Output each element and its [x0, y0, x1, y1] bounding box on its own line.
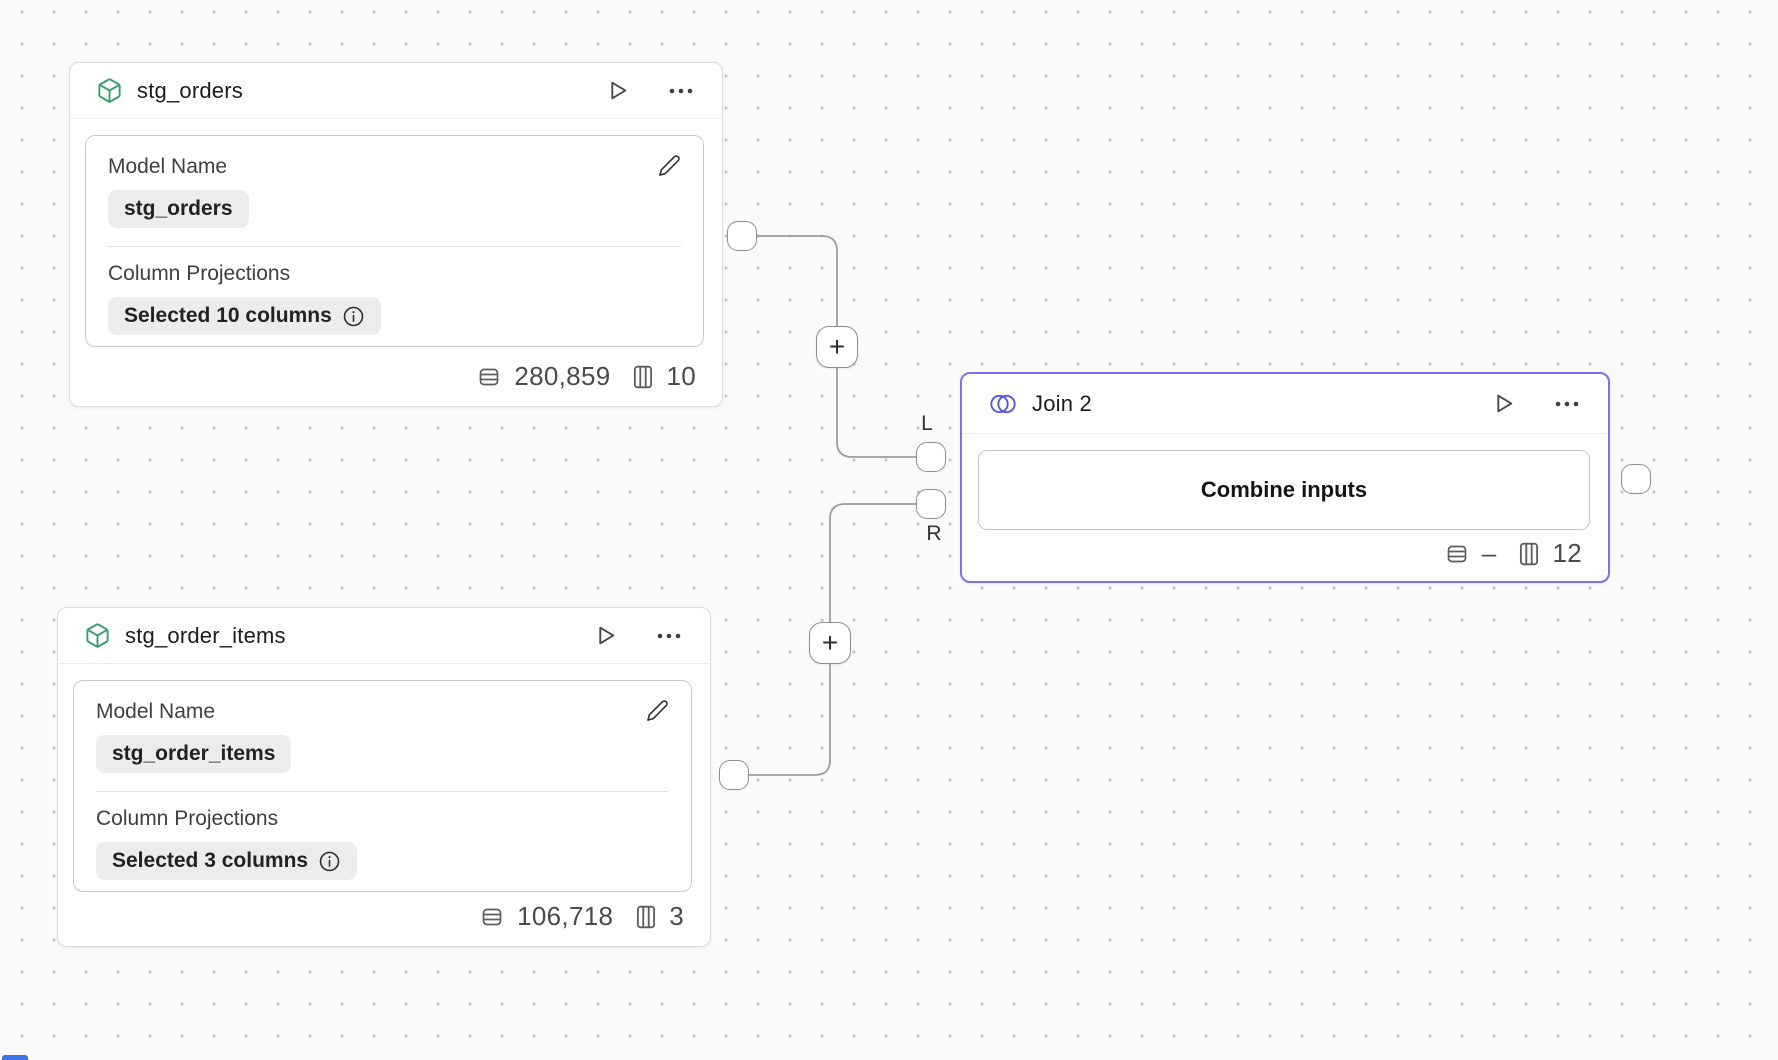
info-icon: [319, 851, 340, 871]
node-config-panel: Model Name stg_orders Column Projections…: [85, 135, 704, 347]
edit-model-name-button[interactable]: [658, 154, 681, 177]
model-name-label: Model Name: [108, 155, 228, 178]
port-in-join-right[interactable]: [916, 489, 946, 519]
join-left-port-label: L: [921, 412, 933, 435]
row-count-value: 106,718: [517, 901, 614, 931]
model-name-value: stg_orders: [124, 197, 233, 220]
node-stg-orders-header: stg_orders: [70, 63, 722, 119]
run-node-button[interactable]: [593, 623, 618, 648]
node-menu-button[interactable]: [668, 86, 694, 96]
join-right-port-label: R: [926, 522, 942, 545]
port-out-join[interactable]: [1621, 464, 1651, 494]
row-count-stat: 280,859: [476, 361, 610, 392]
add-node-on-edge-top-button[interactable]: +: [816, 326, 858, 368]
plus-icon: +: [828, 331, 846, 362]
model-cube-icon: [84, 622, 111, 649]
port-in-join-left[interactable]: [916, 442, 946, 472]
model-name-label: Model Name: [96, 700, 216, 723]
port-out-stg-order-items[interactable]: [719, 760, 749, 790]
node-menu-button[interactable]: [656, 631, 682, 641]
info-icon: [343, 306, 364, 326]
model-name-value: stg_order_items: [112, 742, 276, 765]
edit-model-name-button[interactable]: [646, 699, 669, 722]
plus-icon: +: [821, 627, 839, 658]
column-projections-value: Selected 10 columns: [124, 304, 332, 327]
node-join-header: Join 2: [962, 374, 1608, 434]
columns-icon: [1520, 542, 1539, 565]
node-title: Join 2: [1032, 390, 1092, 416]
rows-icon: [482, 908, 502, 925]
join-venn-icon: [988, 393, 1018, 415]
column-count-stat: 12: [1518, 538, 1582, 569]
node-stats: 106,718 3: [479, 901, 684, 932]
columns-icon: [637, 905, 656, 928]
column-count-stat: 10: [632, 361, 696, 392]
model-cube-icon: [96, 77, 123, 104]
node-stg-order-items-header: stg_order_items: [58, 608, 710, 664]
run-node-button[interactable]: [1491, 391, 1516, 416]
column-projections-chip[interactable]: Selected 10 columns: [108, 297, 381, 335]
columns-icon: [634, 365, 653, 388]
column-count-value: 12: [1552, 538, 1582, 568]
add-node-on-edge-bottom-button[interactable]: +: [809, 622, 851, 664]
row-count-value: –: [1481, 538, 1497, 568]
panel-divider: [108, 246, 681, 247]
column-projections-value: Selected 3 columns: [112, 849, 309, 872]
panel-divider: [96, 791, 669, 792]
column-projections-label: Column Projections: [108, 262, 291, 285]
combine-inputs-label: Combine inputs: [1200, 477, 1368, 502]
run-node-button[interactable]: [605, 78, 630, 103]
port-out-stg-orders[interactable]: [727, 221, 757, 251]
column-count-stat: 3: [635, 901, 684, 932]
model-name-chip[interactable]: stg_order_items: [96, 735, 292, 773]
column-count-value: 3: [669, 901, 684, 931]
node-stats: 280,859 10: [476, 361, 696, 392]
node-title: stg_order_items: [125, 622, 286, 648]
node-config-panel: Model Name stg_order_items Column Projec…: [73, 680, 692, 892]
node-menu-button[interactable]: [1554, 399, 1580, 409]
column-projections-label: Column Projections: [96, 807, 279, 830]
column-count-value: 10: [666, 361, 696, 391]
column-projections-chip[interactable]: Selected 3 columns: [96, 842, 358, 880]
node-join-2[interactable]: Join 2 Combine inputs: [960, 372, 1610, 583]
combine-inputs-button[interactable]: Combine inputs: [978, 450, 1590, 530]
row-count-stat: –: [1444, 538, 1497, 569]
node-stg-orders[interactable]: stg_orders Model Name: [69, 62, 723, 407]
node-stg-order-items[interactable]: stg_order_items Model Name: [57, 607, 711, 947]
bottom-left-accent: [2, 1055, 28, 1060]
row-count-stat: 106,718: [479, 901, 613, 932]
row-count-value: 280,859: [514, 361, 611, 391]
node-stats: – 12: [1444, 538, 1582, 569]
rows-icon: [480, 368, 499, 385]
node-title: stg_orders: [137, 77, 243, 103]
model-name-chip[interactable]: stg_orders: [108, 190, 249, 228]
rows-icon: [1447, 545, 1467, 562]
